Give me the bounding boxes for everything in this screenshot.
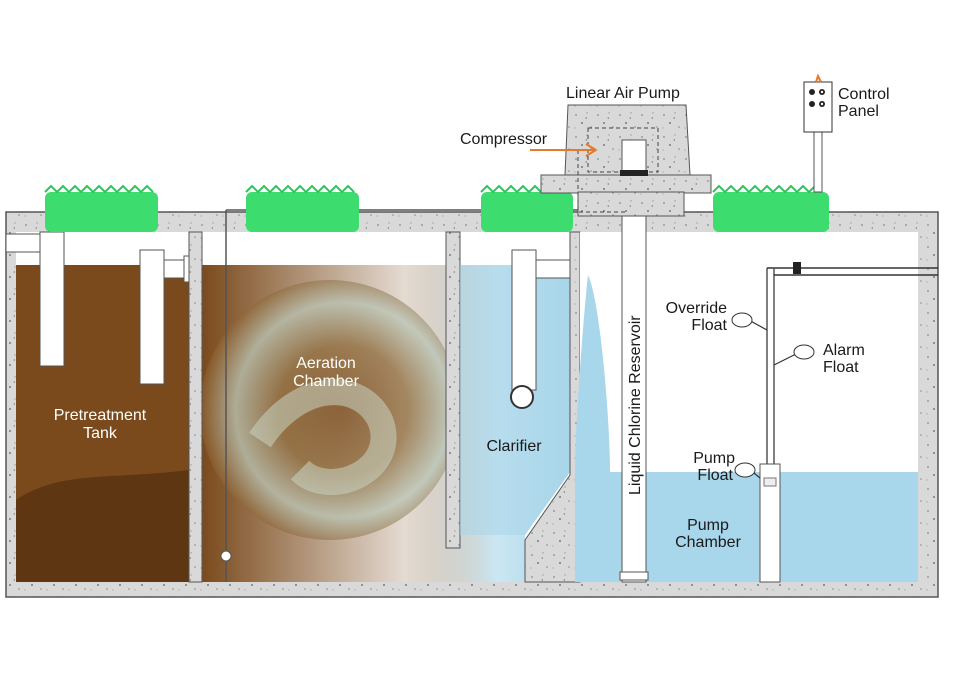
label-linear-air-pump: Linear Air Pump: [566, 85, 680, 102]
control-panel: [803, 73, 833, 193]
pretreatment-tank: [5, 231, 215, 582]
label-clarifier: Clarifier: [486, 438, 542, 455]
label-pretreatment-line1: Pretreatment: [54, 407, 147, 424]
label-pump-float-line1: Pump: [693, 450, 735, 467]
label-override-float-line1: Override: [666, 300, 727, 317]
override-float-icon: [731, 312, 753, 328]
label-control-panel-line2: Panel: [838, 103, 879, 120]
label-pretreatment-line2: Tank: [83, 425, 118, 442]
clarifier: [460, 231, 589, 583]
label-alarm-float-line2: Float: [823, 359, 859, 376]
label-pump-chamber-line2: Chamber: [675, 534, 741, 551]
label-aeration-line1: Aeration: [296, 355, 356, 372]
label-override-float-line2: Float: [691, 317, 727, 334]
label-compressor: Compressor: [460, 131, 548, 148]
label-pump-float-line2: Float: [697, 467, 733, 484]
pump-float-icon: [734, 462, 756, 478]
label-alarm-float-line1: Alarm: [823, 342, 865, 359]
compressor-arrow-icon: [530, 143, 597, 157]
label-chlorine-reservoir: Liquid Chlorine Reservoir: [627, 315, 644, 495]
divider-wall-1: [188, 231, 203, 583]
lids: [44, 184, 829, 232]
pump-chamber: [575, 214, 938, 583]
label-control-panel-line1: Control: [838, 86, 890, 103]
alarm-float-icon: [793, 344, 815, 360]
linear-air-pump: [540, 104, 712, 217]
label-aeration-line2: Chamber: [293, 373, 359, 390]
label-pump-chamber-line1: Pump: [687, 517, 729, 534]
